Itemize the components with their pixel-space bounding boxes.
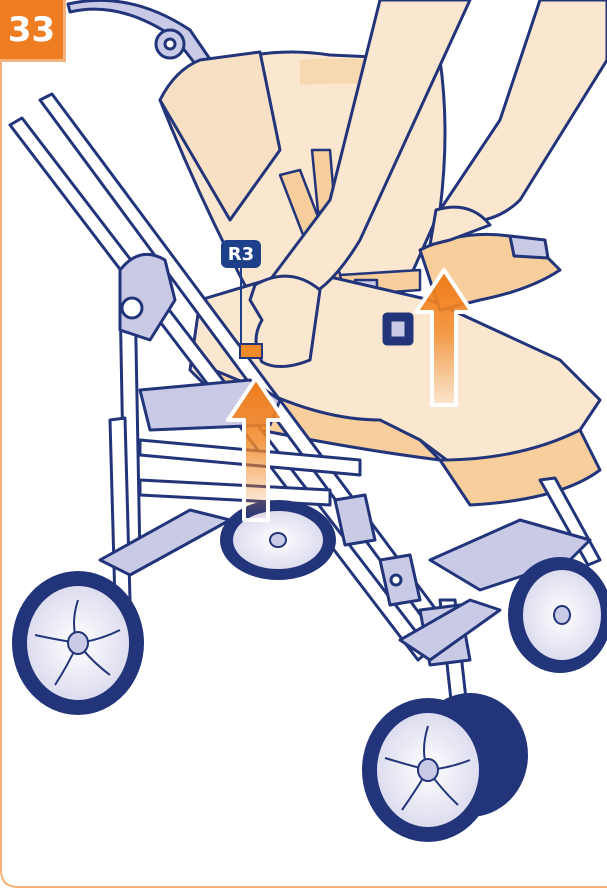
step-number-badge: 33 bbox=[0, 0, 66, 62]
right-arm bbox=[430, 0, 607, 245]
release-tab bbox=[240, 344, 262, 358]
canopy-bar bbox=[68, 0, 212, 70]
front-right-wheel bbox=[362, 693, 528, 842]
front-middle-wheel bbox=[220, 500, 336, 580]
part-callout-label: R3 bbox=[221, 240, 261, 268]
front-left-wheel bbox=[12, 571, 144, 715]
